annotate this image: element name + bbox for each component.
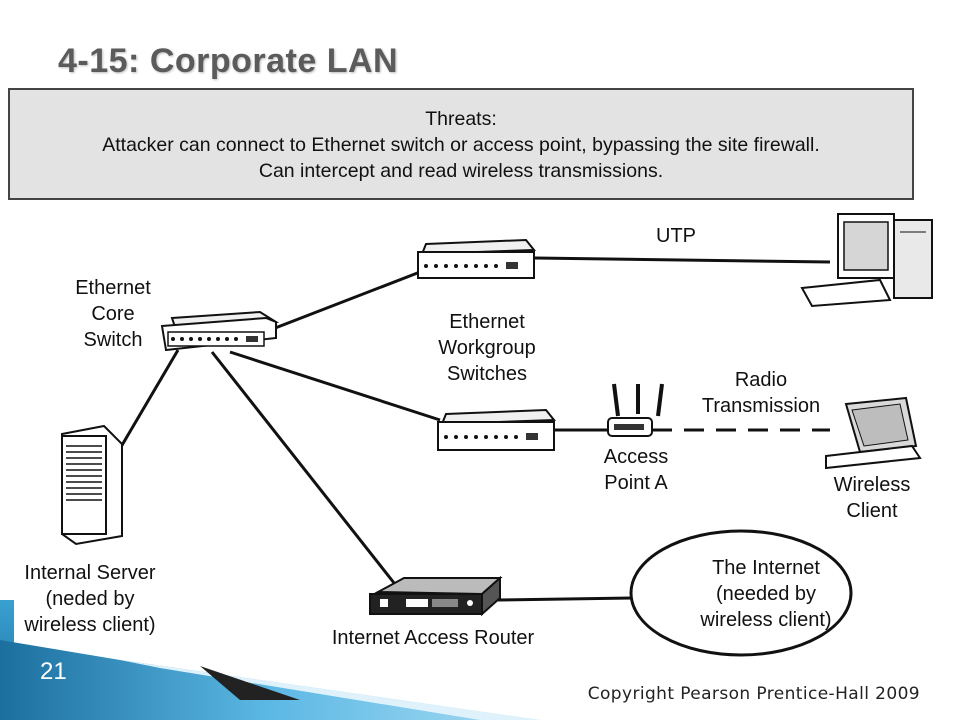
core-switch-label-2: Core xyxy=(91,303,134,325)
link-core-router xyxy=(210,351,400,589)
workgroup-switch-bottom-icon xyxy=(437,408,557,451)
threats-heading: Threats: xyxy=(425,108,497,130)
radio-label-1: Radio xyxy=(735,369,787,391)
link-router-internet xyxy=(497,596,633,602)
wireless-client-label-2: Client xyxy=(846,500,898,522)
copyright-text: Copyright Pearson Prentice-Hall 2009 xyxy=(587,684,920,704)
core-switch-label-3: Switch xyxy=(84,329,143,351)
link-core-server xyxy=(116,349,180,453)
workgroup-label-3: Switches xyxy=(447,363,527,385)
threats-box: Threats: Attacker can connect to Etherne… xyxy=(8,88,914,200)
wireless-client-label-1: Wireless xyxy=(834,474,911,496)
workgroup-label-2: Workgroup xyxy=(438,337,535,359)
server-label-3: wireless client) xyxy=(23,614,155,636)
threats-line-1: Attacker can connect to Ethernet switch … xyxy=(102,134,820,156)
access-point-label-1: Access xyxy=(604,446,668,468)
radio-label-2: Transmission xyxy=(702,395,820,417)
internet-label-1: The Internet xyxy=(712,557,820,579)
internet-ellipse xyxy=(629,529,853,657)
access-point-icon xyxy=(607,383,664,437)
link-core-workgroup-top xyxy=(269,270,421,332)
workgroup-label-1: Ethernet xyxy=(449,311,525,333)
laptop-icon xyxy=(825,396,922,470)
core-switch-icon xyxy=(160,310,280,352)
access-point-label-2: Point A xyxy=(604,472,668,494)
router-icon xyxy=(369,575,503,617)
utp-label: UTP xyxy=(656,225,696,247)
core-switch-label-1: Ethernet xyxy=(75,277,151,299)
workgroup-switch-top-icon xyxy=(417,238,537,279)
desktop-computer-icon xyxy=(800,213,933,308)
slide-title: 4-15: Corporate LAN xyxy=(58,42,399,80)
threats-line-2: Can intercept and read wireless transmis… xyxy=(258,160,664,182)
slide-number: 21 xyxy=(40,658,67,685)
server-icon xyxy=(61,424,123,546)
internet-label-2: (needed by xyxy=(716,583,816,605)
link-core-workgroup-bottom xyxy=(229,350,441,422)
link-workgroup-pc xyxy=(534,256,831,264)
internet-label-3: wireless client) xyxy=(699,609,831,631)
server-label-1: Internal Server xyxy=(24,562,156,584)
server-label-2: (neded by xyxy=(46,588,135,610)
router-label: Internet Access Router xyxy=(332,627,535,649)
